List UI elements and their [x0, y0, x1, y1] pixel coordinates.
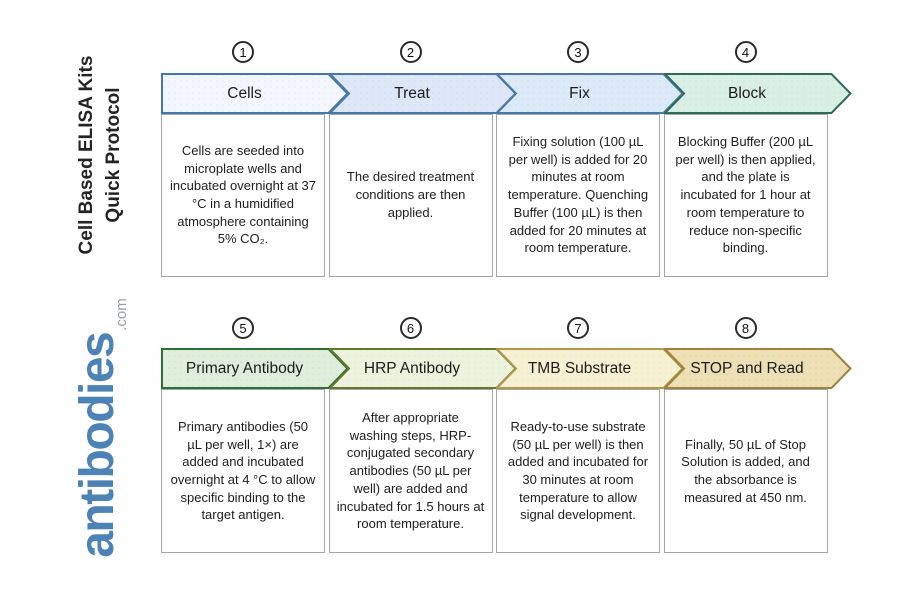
step-number-badge: 5: [232, 317, 254, 339]
arrow-texture: [162, 349, 348, 388]
step-description-box: Cells are seeded into microplate wells a…: [161, 113, 325, 277]
step-number-badge: 2: [399, 41, 422, 63]
step-label: Cells: [227, 84, 262, 102]
arrow-texture: [329, 349, 515, 388]
step-number-badge: 6: [399, 317, 422, 339]
step-arrow: [663, 72, 852, 114]
step-label: Primary Antibody: [185, 360, 304, 377]
step-description: Blocking Buffer (200 µL per well) is the…: [675, 134, 816, 256]
step-label: Block: [728, 84, 766, 102]
step-number-badge: 8: [734, 317, 757, 339]
arrow-texture: [329, 73, 515, 113]
step-description: Ready-to-use substrate (50 µL per well) …: [507, 418, 649, 523]
step-description: The desired treatment conditions are the…: [346, 169, 475, 220]
brand-name: antibodies: [71, 332, 124, 558]
step-description-box: Ready-to-use substrate (50 µL per well) …: [496, 389, 660, 553]
step-description-box: Fixing solution (100 µL per well) is add…: [496, 113, 660, 277]
step-description: Primary antibodies (50 µL per well, 1×) …: [170, 418, 316, 523]
step-number-badge: 7: [567, 317, 589, 339]
brand-logo: antibodies .com: [70, 258, 130, 594]
step-description: Fixing solution (100 µL per well) is add…: [507, 134, 649, 256]
step-label: TMB Substrate: [527, 360, 632, 377]
arrow-texture: [664, 73, 850, 113]
step-description-box: Finally, 50 µL of Stop Solution is added…: [663, 389, 828, 553]
step-label: Fix: [569, 84, 590, 102]
step-description-box: The desired treatment conditions are the…: [328, 113, 493, 277]
step-label: STOP and Read: [690, 360, 804, 377]
arrow-texture: [162, 73, 348, 113]
arrow-texture: [664, 349, 850, 388]
step-arrow: [328, 348, 517, 389]
page-title: Cell Based ELISA Kits Quick Protocol: [73, 44, 127, 266]
step-description-box: Primary antibodies (50 µL per well, 1×) …: [161, 389, 325, 553]
step-description-box: Blocking Buffer (200 µL per well) is the…: [663, 113, 828, 277]
page-title-line1: Cell Based ELISA Kits: [76, 55, 97, 255]
step-arrow: [161, 348, 349, 389]
page-title-line2: Quick Protocol: [103, 87, 124, 223]
step-number-badge: 3: [567, 41, 589, 63]
step-arrow: [663, 348, 852, 389]
step-number-badge: 1: [232, 41, 254, 63]
step-description: Finally, 50 µL of Stop Solution is added…: [681, 436, 810, 505]
step-label: Treat: [394, 84, 430, 102]
step-number-badge: 4: [734, 41, 757, 63]
step-description: After appropriate washing steps, HRP-con…: [336, 410, 485, 532]
arrow-texture: [497, 73, 683, 113]
brand-tld: .com: [113, 298, 130, 331]
step-description: Cells are seeded into microplate wells a…: [170, 142, 316, 247]
step-label: HRP Antibody: [363, 360, 461, 377]
arrow-texture: [497, 349, 683, 388]
step-description-box: After appropriate washing steps, HRP-con…: [328, 389, 493, 553]
